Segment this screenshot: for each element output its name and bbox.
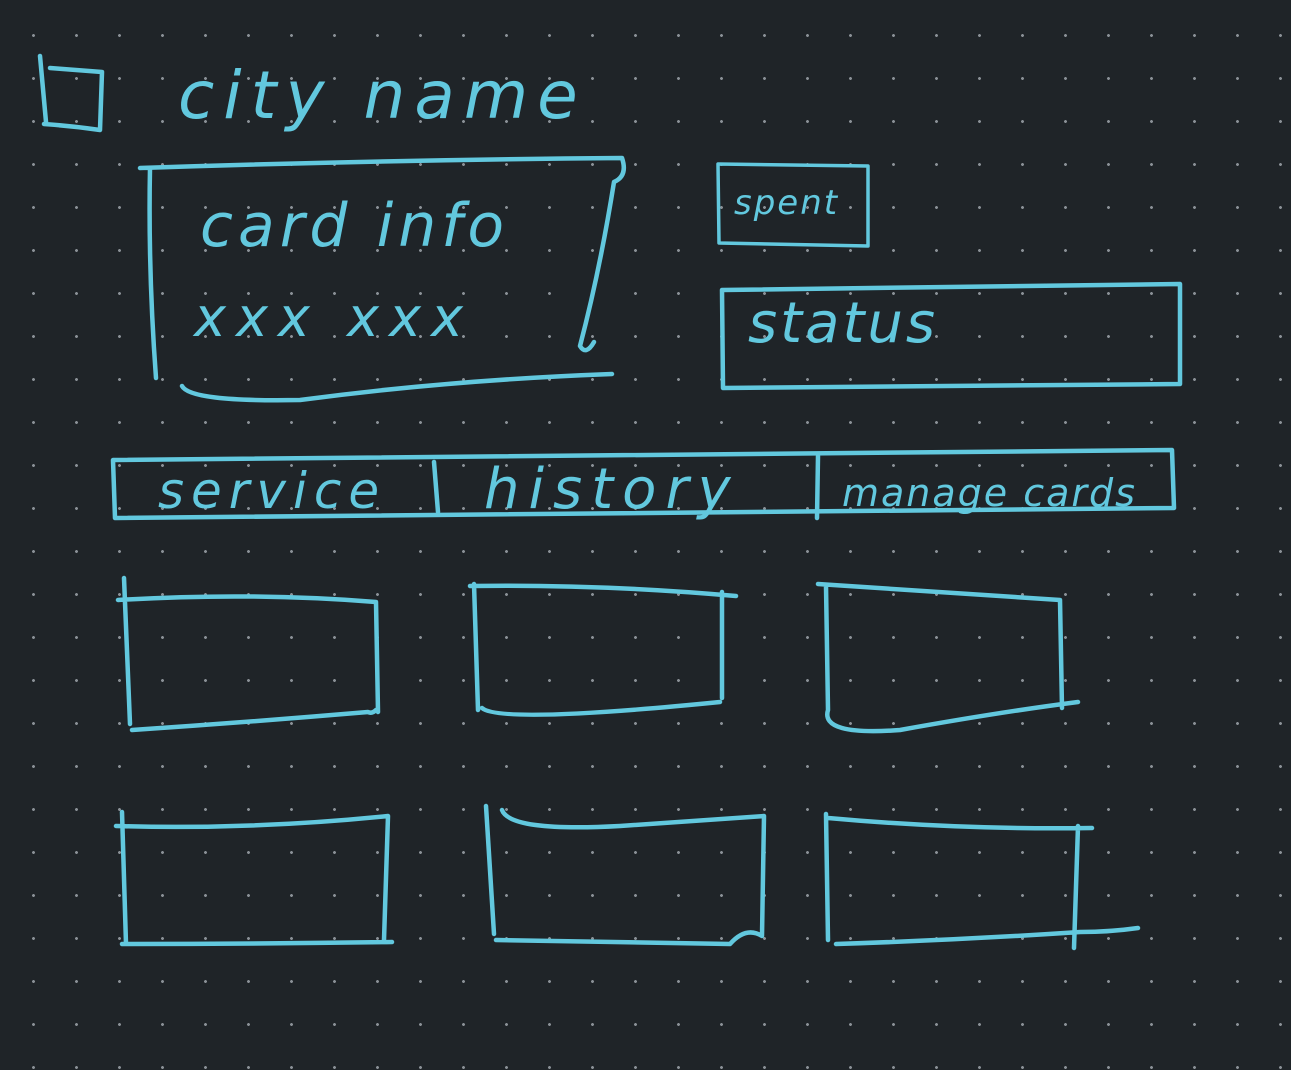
tile-4[interactable] <box>113 809 395 947</box>
spent-box: spent <box>716 162 870 248</box>
tab-manage-cards-label: manage cards <box>842 471 1137 515</box>
tile-2-frame <box>467 581 739 717</box>
tab-bar-frame <box>110 447 1177 521</box>
tab-bar: service history manage cards <box>110 447 1177 522</box>
card-info-box[interactable]: card info xxx xxx <box>137 155 626 403</box>
header: city name <box>37 53 587 134</box>
tab-service[interactable]: service <box>158 462 386 520</box>
tile-1[interactable] <box>115 575 381 733</box>
spent-frame <box>716 162 870 248</box>
tile-6[interactable] <box>823 811 1141 951</box>
tab-divider-1 <box>431 459 441 515</box>
tile-4-frame <box>113 809 395 947</box>
city-name-title: city name <box>178 57 587 134</box>
spent-label: spent <box>734 183 839 223</box>
tile-2[interactable] <box>467 581 739 717</box>
status-box: status <box>719 281 1183 391</box>
tab-manage-cards[interactable]: manage cards <box>842 471 1137 515</box>
tab-history[interactable]: history <box>484 457 740 522</box>
tab-service-label: service <box>158 462 386 520</box>
tab-history-label: history <box>484 457 740 522</box>
card-info-title: card info <box>200 191 509 261</box>
status-label: status <box>748 291 938 356</box>
tile-grid <box>113 575 1141 951</box>
tile-1-frame <box>115 575 381 733</box>
tile-3[interactable] <box>815 581 1081 734</box>
tile-6-frame <box>823 811 1141 951</box>
status-frame <box>719 281 1183 391</box>
tile-3-frame <box>815 581 1081 734</box>
checkbox-square-icon[interactable] <box>37 53 105 133</box>
tile-5-frame <box>483 803 767 947</box>
card-info-frame <box>137 155 626 403</box>
tile-5[interactable] <box>483 803 767 947</box>
card-number: xxx xxx <box>192 286 473 349</box>
tab-divider-2 <box>814 453 821 521</box>
